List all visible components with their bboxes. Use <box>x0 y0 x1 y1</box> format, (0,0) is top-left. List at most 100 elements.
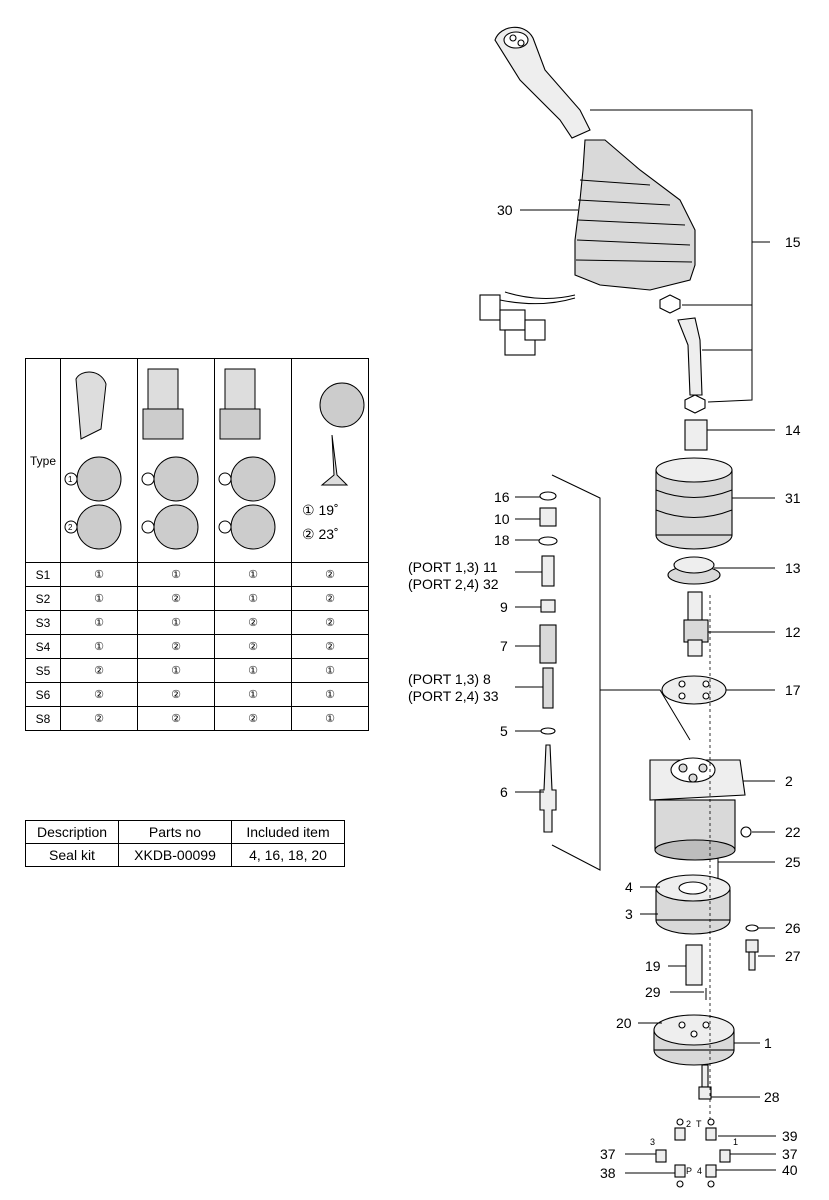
seal-kit-parts-no: XKDB-00099 <box>118 843 232 867</box>
part-10 <box>539 507 557 527</box>
seal-kit-included: 4, 16, 18, 20 <box>231 843 345 867</box>
label-3: 3 <box>625 906 633 922</box>
type-row-label: S6 <box>25 682 61 707</box>
part-3-4 <box>655 874 731 935</box>
label-39: 39 <box>782 1128 798 1144</box>
type-cell: ② <box>214 610 292 635</box>
svg-text:1: 1 <box>68 475 73 484</box>
type-table-picture-row: Type 1 2 <box>25 358 369 563</box>
type-row-label: S3 <box>25 610 61 635</box>
label-13: 13 <box>785 560 801 576</box>
type-row: S6 ② ② ① ① <box>25 682 369 707</box>
label-22: 22 <box>785 824 801 840</box>
part-7-spring <box>539 624 557 664</box>
type-row: S2 ① ② ① ② <box>25 586 369 611</box>
type-cell: ① <box>214 682 292 707</box>
label-26: 26 <box>785 920 801 936</box>
type-row: S3 ① ① ② ② <box>25 610 369 635</box>
type-pic-angle: ① 19˚ ② 23˚ <box>291 358 369 563</box>
part-5 <box>540 727 556 735</box>
label-31: 31 <box>785 490 801 506</box>
label-37-left: 37 <box>600 1146 616 1162</box>
nut-top <box>659 294 681 314</box>
type-row-label: S8 <box>25 706 61 731</box>
part-13-cap <box>667 556 721 585</box>
rod <box>677 317 703 396</box>
label-29: 29 <box>645 984 661 1000</box>
label-15: 15 <box>785 234 801 250</box>
part-18 <box>538 536 558 546</box>
wire-harness <box>479 291 576 356</box>
label-30: 30 <box>497 202 513 218</box>
type-cell: ② <box>60 682 138 707</box>
part-19 <box>685 944 703 986</box>
part-9 <box>540 599 556 613</box>
label-7: 7 <box>500 638 508 654</box>
angle-marker-1: ① <box>302 502 315 518</box>
label-28: 28 <box>764 1089 780 1105</box>
type-row-label: S2 <box>25 586 61 611</box>
type-cell: ② <box>214 634 292 659</box>
part-1-plate <box>653 1014 735 1066</box>
type-cell: ① <box>60 586 138 611</box>
type-cell: ① <box>137 658 215 683</box>
port-mark-2: 2 <box>686 1119 691 1129</box>
seal-kit-row: Seal kit XKDB-00099 4, 16, 18, 20 <box>25 843 345 867</box>
part-26 <box>745 924 759 932</box>
part-11-32 <box>541 555 555 587</box>
label-port24-32: (PORT 2,4) 32 <box>408 576 499 592</box>
type-row-label: S5 <box>25 658 61 683</box>
label-20: 20 <box>616 1015 632 1031</box>
angle-marker-2: ② <box>302 526 315 542</box>
lever-angle-icon <box>319 382 365 486</box>
label-14: 14 <box>785 422 801 438</box>
part-16 <box>539 491 557 501</box>
label-18: 18 <box>494 532 510 548</box>
type-pic-wire-2 <box>214 358 292 563</box>
seal-kit-description: Seal kit <box>25 843 119 867</box>
label-port13-8: (PORT 1,3) 8 <box>408 671 491 687</box>
label-17: 17 <box>785 682 801 698</box>
type-table: Type 1 2 <box>25 358 369 731</box>
type-cell: ② <box>214 706 292 731</box>
part-2-body <box>649 757 746 861</box>
part-22 <box>740 826 752 838</box>
joystick-grip <box>494 26 591 139</box>
type-pic-grip: 1 2 <box>60 358 138 563</box>
type-cell: ② <box>137 682 215 707</box>
label-16: 16 <box>494 489 510 505</box>
type-cell: ② <box>137 634 215 659</box>
part-17-plate <box>661 675 727 705</box>
angle-value-1: 19˚ <box>318 502 339 518</box>
label-37-right: 37 <box>782 1146 798 1162</box>
type-cell: ② <box>137 706 215 731</box>
angle-value-2: 23˚ <box>318 526 339 542</box>
type-cell: ② <box>291 610 369 635</box>
type-row: S1 ① ① ① ② <box>25 562 369 587</box>
type-cell: ① <box>291 658 369 683</box>
insert-bracket <box>551 474 601 871</box>
label-1: 1 <box>764 1035 772 1051</box>
type-cell: ② <box>291 634 369 659</box>
seal-kit-table: Description Parts no Included item Seal … <box>25 820 345 867</box>
label-40: 40 <box>782 1162 798 1178</box>
label-38: 38 <box>600 1165 616 1181</box>
port-mark-T: T <box>696 1119 702 1129</box>
type-cell: ② <box>137 586 215 611</box>
label-4: 4 <box>625 879 633 895</box>
type-cell: ② <box>291 586 369 611</box>
type-row: S8 ② ② ② ① <box>25 706 369 731</box>
part-8-33-spring <box>542 667 554 709</box>
type-cell: ① <box>214 586 292 611</box>
port-mark-1: 1 <box>733 1137 738 1147</box>
type-pic-wire-1 <box>137 358 215 563</box>
port-fittings <box>655 1118 731 1188</box>
port-mark-4: 4 <box>697 1166 702 1176</box>
type-cell: ① <box>60 610 138 635</box>
label-19: 19 <box>645 958 661 974</box>
type-header: Type <box>25 358 61 563</box>
label-12: 12 <box>785 624 801 640</box>
type-row-label: S1 <box>25 562 61 587</box>
type-cell: ② <box>60 706 138 731</box>
